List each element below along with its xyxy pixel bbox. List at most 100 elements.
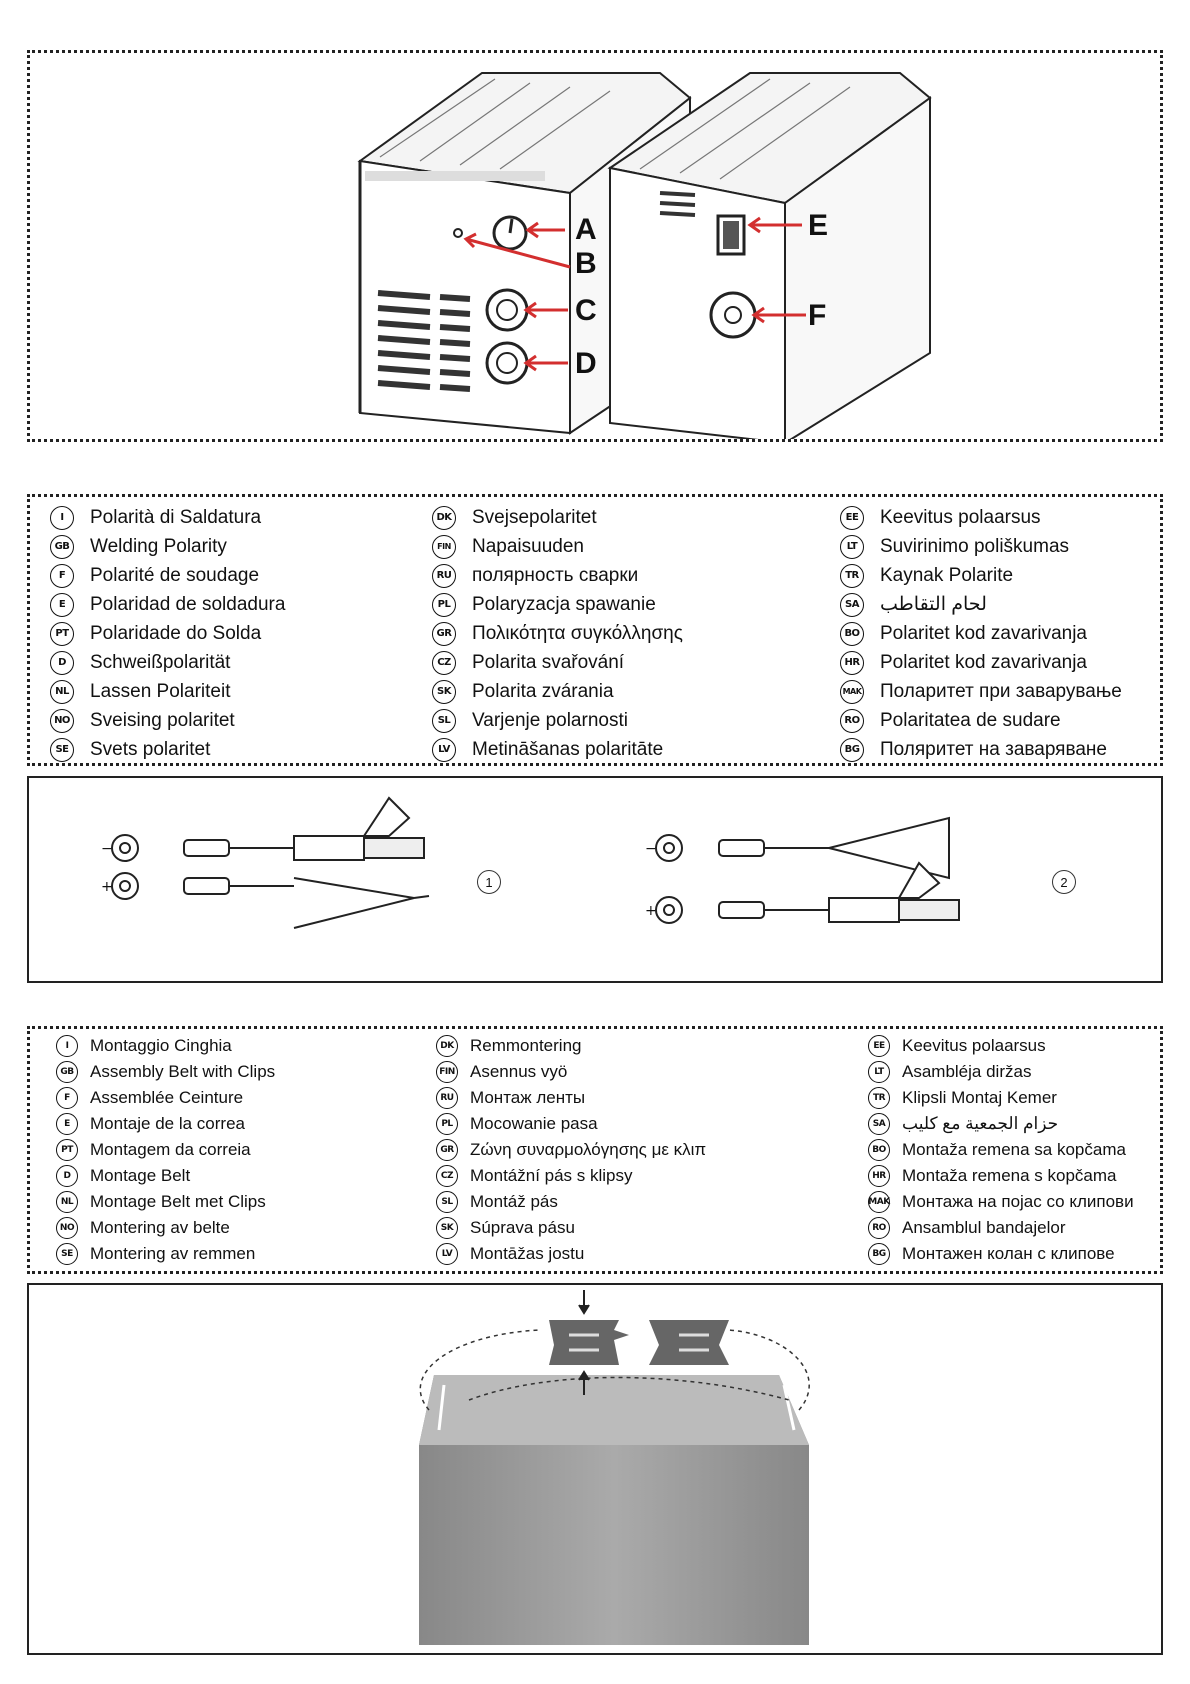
language-label: Polarité de soudage <box>90 564 260 586</box>
belt-row: GB Assembly Belt with Clips <box>56 1059 275 1085</box>
language-code-badge: SE <box>56 1243 78 1265</box>
language-label: Montering av belte <box>90 1218 230 1237</box>
language-label: Napaisuuden <box>472 535 584 557</box>
language-label: Polaritet kod zavarivanja <box>880 651 1087 673</box>
plus-sign-2: + <box>645 903 657 919</box>
label-e: E <box>808 209 828 242</box>
language-label: Remmontering <box>470 1036 582 1055</box>
plus-sign-1: + <box>101 879 113 895</box>
belt-figure-frame <box>27 1283 1163 1655</box>
language-code-badge: SA <box>868 1113 890 1135</box>
language-label: Polarita zvárania <box>472 680 614 702</box>
language-code-badge: TR <box>840 563 864 588</box>
language-code-badge: D <box>56 1165 78 1187</box>
belt-row: BG Монтажен колан с клипове <box>868 1241 1134 1267</box>
language-label: Montážní pás s klipsy <box>470 1166 633 1185</box>
language-label: Montaža remena s kopčama <box>902 1166 1117 1185</box>
language-label: Polaridade do Solda <box>90 622 262 644</box>
language-label: Svets polaritet <box>90 738 211 760</box>
label-b: B <box>575 247 597 280</box>
language-code-badge: RO <box>840 708 864 733</box>
language-label: Keevitus polaarsus <box>902 1036 1046 1055</box>
language-code-badge: RU <box>436 1087 458 1109</box>
polarity-row: TR Kaynak Polarite <box>840 561 1122 590</box>
label-f: F <box>808 299 826 332</box>
belt-row: D Montage Belt <box>56 1163 275 1189</box>
language-code-badge: NO <box>56 1217 78 1239</box>
language-label: Kaynak Polarite <box>880 564 1014 586</box>
minus-sign-1: − <box>101 841 113 857</box>
language-label: Поляритет на заваряване <box>880 738 1107 760</box>
language-code-badge: PT <box>56 1139 78 1161</box>
language-label: Montage Belt <box>90 1166 191 1185</box>
language-label: Montaggio Cinghia <box>90 1036 232 1055</box>
language-label: Polaritatea de sudare <box>880 709 1061 731</box>
language-code-badge: RU <box>432 563 456 588</box>
language-code-badge: SE <box>50 737 74 762</box>
language-label: Ansamblul bandajelor <box>902 1218 1066 1237</box>
language-code-badge: EE <box>840 505 864 530</box>
label-d: D <box>575 347 597 380</box>
language-code-badge: BG <box>868 1243 890 1265</box>
language-label: Mocowanie pasa <box>470 1114 598 1133</box>
language-label: Keevitus polaarsus <box>880 506 1041 528</box>
language-code-badge: LV <box>436 1243 458 1265</box>
language-label: Assembly Belt with Clips <box>90 1062 276 1081</box>
polarity-row: RO Polaritatea de sudare <box>840 706 1122 735</box>
label-c: C <box>575 294 597 327</box>
language-label: Поларитет при заварување <box>880 680 1122 702</box>
language-code-badge: NL <box>56 1191 78 1213</box>
belt-row: RO Ansamblul bandajelor <box>868 1215 1134 1241</box>
language-label: Монтажен колан с клипове <box>902 1244 1115 1263</box>
language-code-badge: DK <box>432 505 456 530</box>
belt-row: NO Montering av belte <box>56 1215 275 1241</box>
language-code-badge: D <box>50 650 74 675</box>
language-label: Klipsli Montaj Kemer <box>902 1088 1057 1107</box>
language-code-badge: F <box>56 1087 78 1109</box>
language-code-badge: LT <box>840 534 864 559</box>
minus-sign-2: − <box>645 841 657 857</box>
language-code-badge: BO <box>868 1139 890 1161</box>
language-code-badge: SK <box>436 1217 458 1239</box>
language-code-badge: RO <box>868 1217 890 1239</box>
language-code-badge: PL <box>432 592 456 617</box>
language-code-badge: CZ <box>432 650 456 675</box>
language-code-badge: MAK <box>868 1191 890 1213</box>
option-1-marker: 1 <box>477 870 501 894</box>
language-label: Polaritet kod zavarivanja <box>880 622 1087 644</box>
polarity-row: EE Keevitus polaarsus <box>840 503 1122 532</box>
language-label: Svejsepolaritet <box>472 506 597 528</box>
language-code-badge: GB <box>56 1061 78 1083</box>
language-code-badge: NO <box>50 708 74 733</box>
language-code-badge: TR <box>868 1087 890 1109</box>
language-label: لحام التقاطب <box>880 594 987 615</box>
